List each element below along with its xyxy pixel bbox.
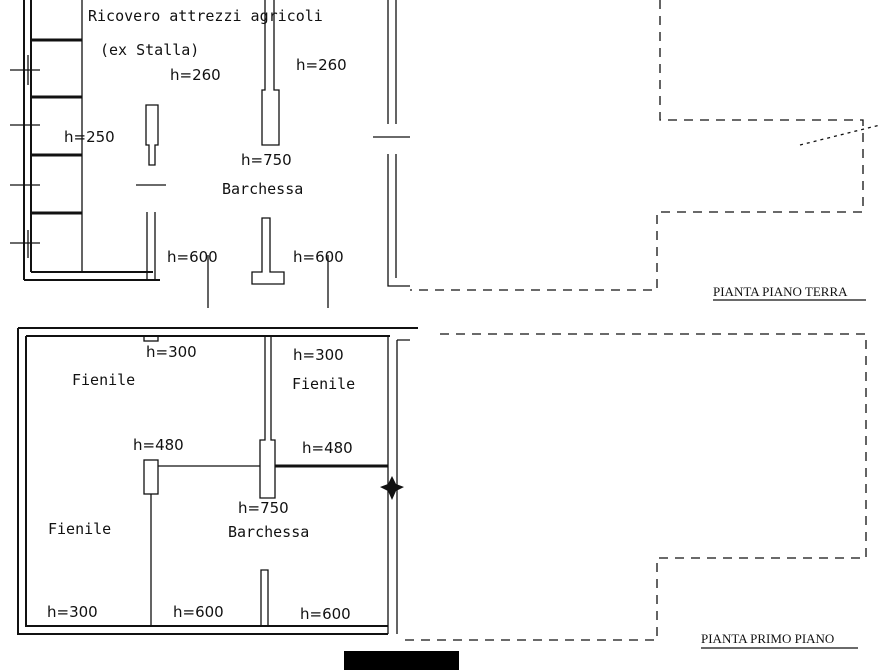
height-label-260-left: h=260 (170, 66, 221, 84)
height-label-480-left: h=480 (133, 436, 184, 454)
first-dashed-outline (400, 333, 867, 641)
first-floor-title: PIANTA PRIMO PIANO (701, 631, 834, 646)
height-label-250: h=250 (64, 128, 115, 146)
room-label-fienile-left: Fienile (48, 520, 111, 538)
first-pillar-left (143, 459, 159, 495)
ground-pillar-left (145, 104, 159, 166)
room-label-fienile-top-right: Fienile (292, 375, 355, 393)
ground-pillar-center (261, 0, 280, 146)
room-label-tool-shed: Ricovero attrezzi agricoli (88, 7, 323, 25)
room-label-ex-stable: (ex Stalla) (100, 41, 199, 59)
first-outer-wall (17, 327, 418, 635)
ground-right-wall-top (387, 0, 397, 124)
ground-pillar-base (251, 217, 285, 285)
first-inner-wall (25, 335, 390, 627)
height-label-300-top-right: h=300 (293, 346, 344, 364)
height-label-480-right: h=480 (302, 439, 353, 457)
room-label-fienile-top-left: Fienile (72, 371, 135, 389)
first-floor-plan: h=300 h=300 Fienile Fienile h=480 h=480 … (17, 327, 867, 649)
ground-floor-plan: Ricovero attrezzi agricoli (ex Stalla) h… (10, 0, 881, 308)
junction-star-icon (380, 476, 404, 500)
ground-right-wall-bottom (387, 154, 410, 287)
first-pillar-center (259, 336, 276, 499)
height-label-300-bottom: h=300 (47, 603, 98, 621)
height-label-750-ground: h=750 (241, 151, 292, 169)
room-label-barchessa-first: Barchessa (228, 523, 309, 541)
ground-floor-title: PIANTA PIANO TERRA (713, 284, 848, 299)
first-pillar-bottom (260, 569, 269, 626)
height-label-600-right-ground: h=600 (293, 248, 344, 266)
ground-dashed-outline (410, 0, 864, 291)
stall-partitions (10, 0, 83, 272)
redaction-block (344, 651, 459, 670)
height-label-260-right: h=260 (296, 56, 347, 74)
height-label-750-first: h=750 (238, 499, 289, 517)
height-label-300-top-left: h=300 (146, 343, 197, 361)
height-label-600-right-first: h=600 (300, 605, 351, 623)
height-label-600-left-ground: h=600 (167, 248, 218, 266)
height-label-600-left-first: h=600 (173, 603, 224, 621)
room-label-barchessa-ground: Barchessa (222, 180, 303, 198)
ground-wall-stub-left (146, 212, 156, 280)
